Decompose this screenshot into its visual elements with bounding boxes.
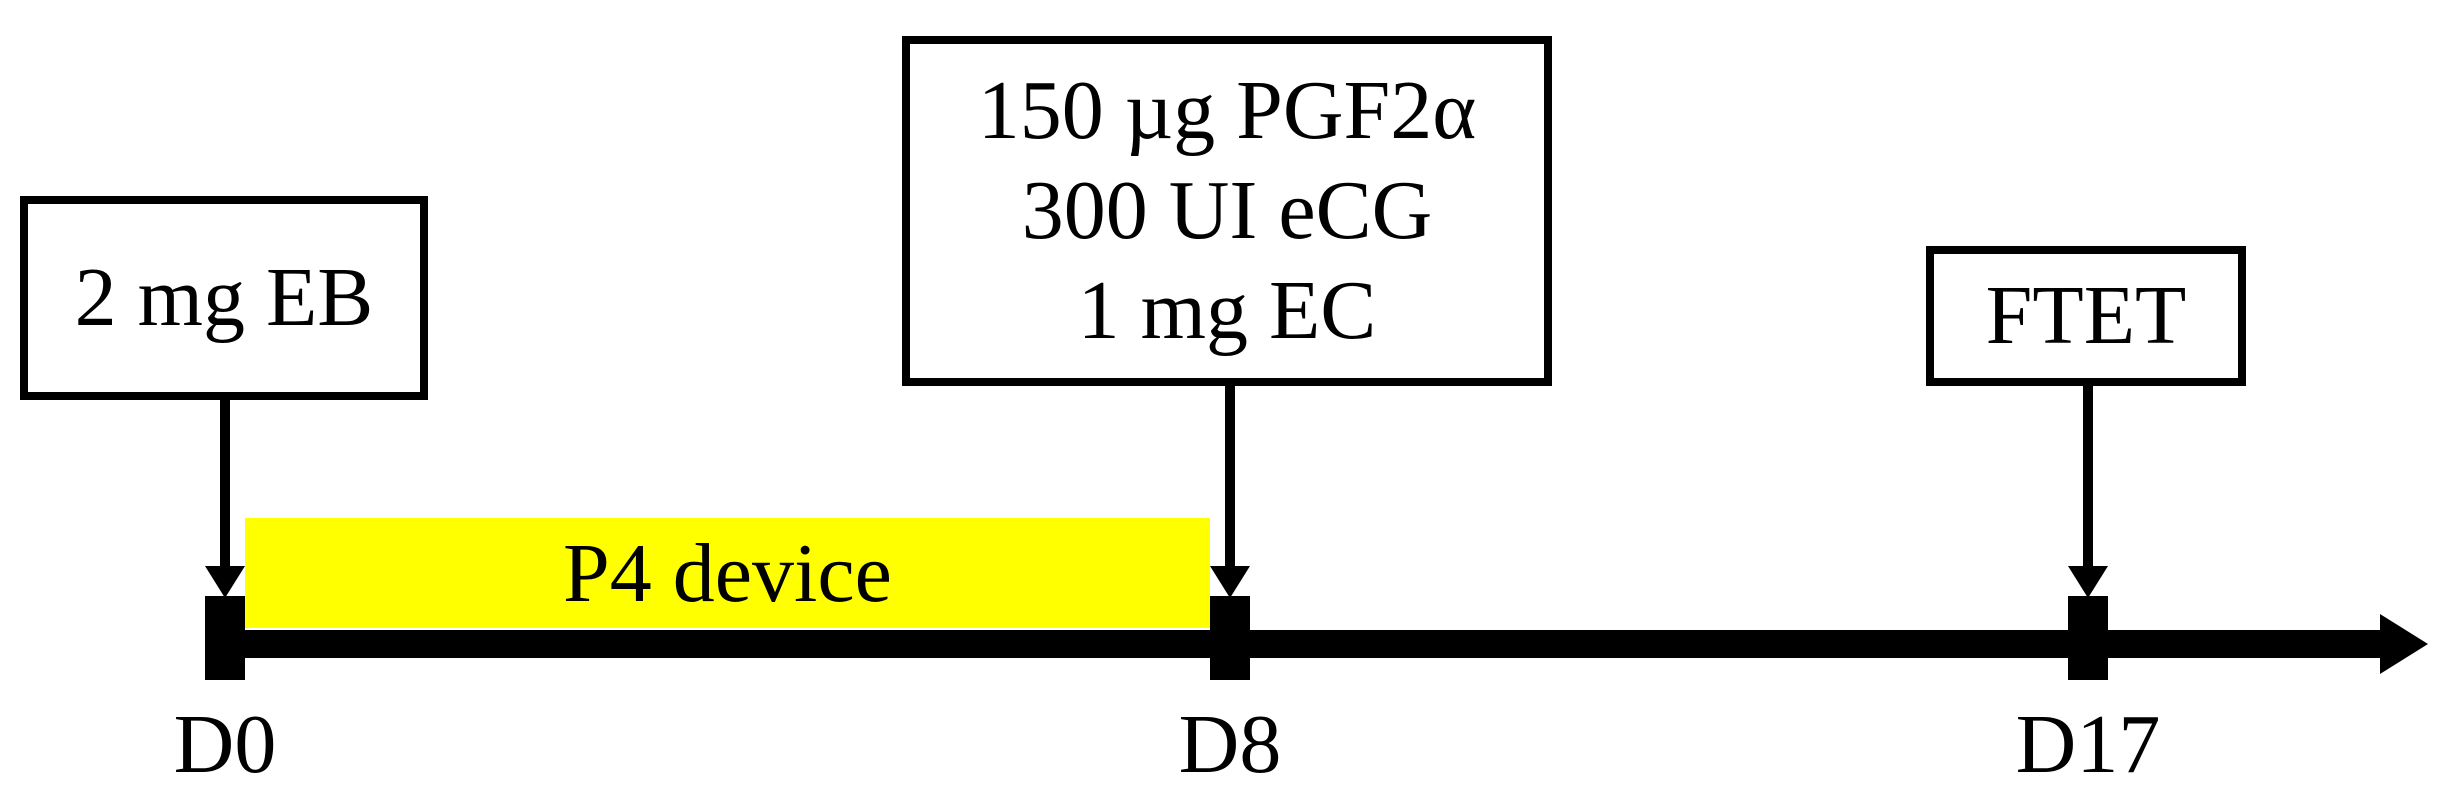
event-box-d0: 2 mg EB [20,196,428,400]
timeline-arrowhead [2380,614,2428,674]
day-label-d17: D17 [2015,698,2161,791]
timeline-axis [215,630,2395,658]
p4-device-bar [245,518,1210,628]
event-box-line: 2 mg EB [74,251,374,344]
event-box-line: 1 mg EC [1077,264,1377,357]
arrow-d8 [1210,382,1250,598]
p4-device-label: P4 device [563,526,892,620]
arrow-d0 [205,396,245,598]
day-label-d8: D8 [1178,698,1282,791]
event-box-line: 150 µg PGF2α [977,64,1477,157]
event-box-line: FTET [1985,269,2187,362]
tick-d0 [205,596,245,680]
day-label-d0: D0 [173,698,277,791]
arrow-d17 [2068,382,2108,598]
event-box-d8: 150 µg PGF2α 300 UI eCG 1 mg EC [902,36,1552,386]
event-box-d17: FTET [1926,246,2246,386]
event-box-line: 300 UI eCG [1021,164,1433,257]
tick-d17 [2068,596,2108,680]
tick-d8 [1210,596,1250,680]
